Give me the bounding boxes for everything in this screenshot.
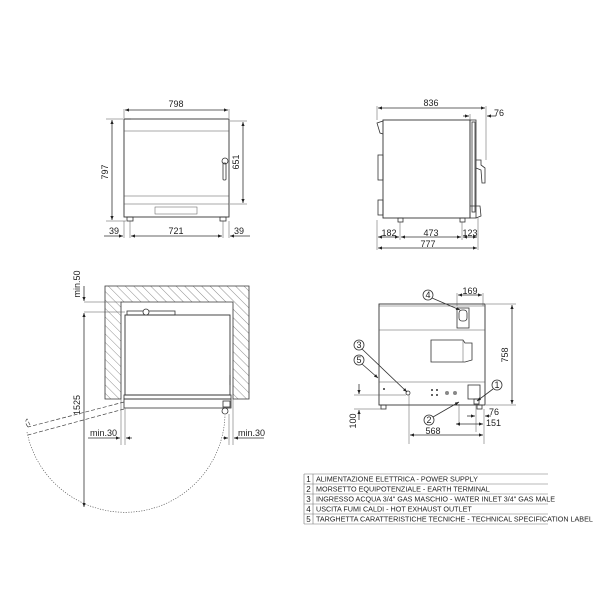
door-handle-icon (221, 157, 229, 181)
base-depth-label: 777 (420, 239, 435, 249)
legend-row: 1 ALIMENTAZIONE ELETTRICA - POWER SUPPLY (306, 475, 478, 485)
feet-span-label: 473 (423, 228, 438, 238)
svg-text:1: 1 (494, 380, 499, 390)
svg-text:5: 5 (356, 355, 361, 365)
svg-text:5: 5 (306, 515, 311, 524)
callout-3: 3 (353, 339, 408, 393)
front-offset-label: 123 (462, 228, 477, 238)
svg-text:USCITA FUMI CALDI - HOT EXHAUS: USCITA FUMI CALDI - HOT EXHAUST OUTLET (316, 505, 472, 514)
door-height-label: 651 (231, 154, 241, 169)
svg-text:1: 1 (306, 475, 311, 484)
foot-left-label: 39 (109, 226, 119, 236)
door-swing-depth-label: 1525 (72, 395, 82, 415)
svg-text:ALIMENTAZIONE ELETTRICA - POWE: ALIMENTAZIONE ELETTRICA - POWER SUPPLY (316, 475, 478, 484)
front-height-label: 797 (100, 164, 110, 179)
legend-row: 2 MORSETTO EQUIPOTENZIALE - EARTH TERMIN… (306, 485, 489, 495)
water-height-label: 100 (348, 413, 358, 428)
legend-table: 1 ALIMENTAZIONE ELETTRICA - POWER SUPPLY… (303, 473, 593, 525)
svg-text:MORSETTO EQUIPOTENZIALE - EART: MORSETTO EQUIPOTENZIALE - EARTH TERMINAL (316, 485, 490, 494)
legend-row: 4 USCITA FUMI CALDI - HOT EXHAUST OUTLET (306, 505, 472, 515)
legend-row: 3 INGRESSO ACQUA 3/4" GAS MASCHIO - WATE… (306, 495, 555, 505)
svg-text:2: 2 (306, 485, 311, 494)
foot-span-label: 721 (168, 226, 183, 236)
rear-view: 4 3 5 1 2 169 758 (348, 286, 516, 444)
rear-height-label: 758 (500, 347, 510, 362)
right-clearance-label: min.30 (238, 428, 265, 438)
side-depth-label: 836 (423, 98, 438, 108)
plan-view: min.50 1525 min.30 min.30 (25, 270, 265, 513)
rear-clearance-label: min.50 (72, 270, 82, 297)
foot-right-label: 39 (234, 226, 244, 236)
door-depth-label: 76 (494, 108, 504, 118)
water-offset-label: 568 (425, 426, 440, 436)
side-view: 836 76 182 473 123 777 (376, 98, 504, 250)
side-handle-icon (475, 159, 486, 184)
rear-offset-label: 182 (381, 228, 396, 238)
svg-text:TARGHETTA CARATTERISTICHE TECN: TARGHETTA CARATTERISTICHE TECNICHE - TEC… (316, 515, 593, 524)
callout-1: 1 (476, 379, 503, 402)
svg-text:INGRESSO ACQUA 3/4" GAS MASCHI: INGRESSO ACQUA 3/4" GAS MASCHIO - WATER … (316, 495, 555, 504)
callout-5: 5 (353, 354, 379, 379)
svg-text:4: 4 (306, 505, 311, 514)
svg-text:3: 3 (356, 340, 361, 350)
callout-4: 4 (422, 289, 461, 311)
left-clearance-label: min.30 (90, 428, 117, 438)
exhaust-width-label: 169 (462, 286, 477, 296)
earth-offset-label: 151 (486, 418, 501, 428)
front-view: 798 797 651 39 721 39 (100, 99, 250, 238)
front-width-label: 798 (168, 99, 183, 109)
power-offset-label: 76 (489, 407, 499, 417)
legend-row: 5 TARGHETTA CARATTERISTICHE TECNICHE - T… (306, 515, 593, 525)
svg-text:4: 4 (425, 290, 430, 300)
svg-text:2: 2 (426, 415, 431, 425)
callout-2: 2 (423, 401, 460, 426)
svg-text:3: 3 (306, 495, 311, 504)
